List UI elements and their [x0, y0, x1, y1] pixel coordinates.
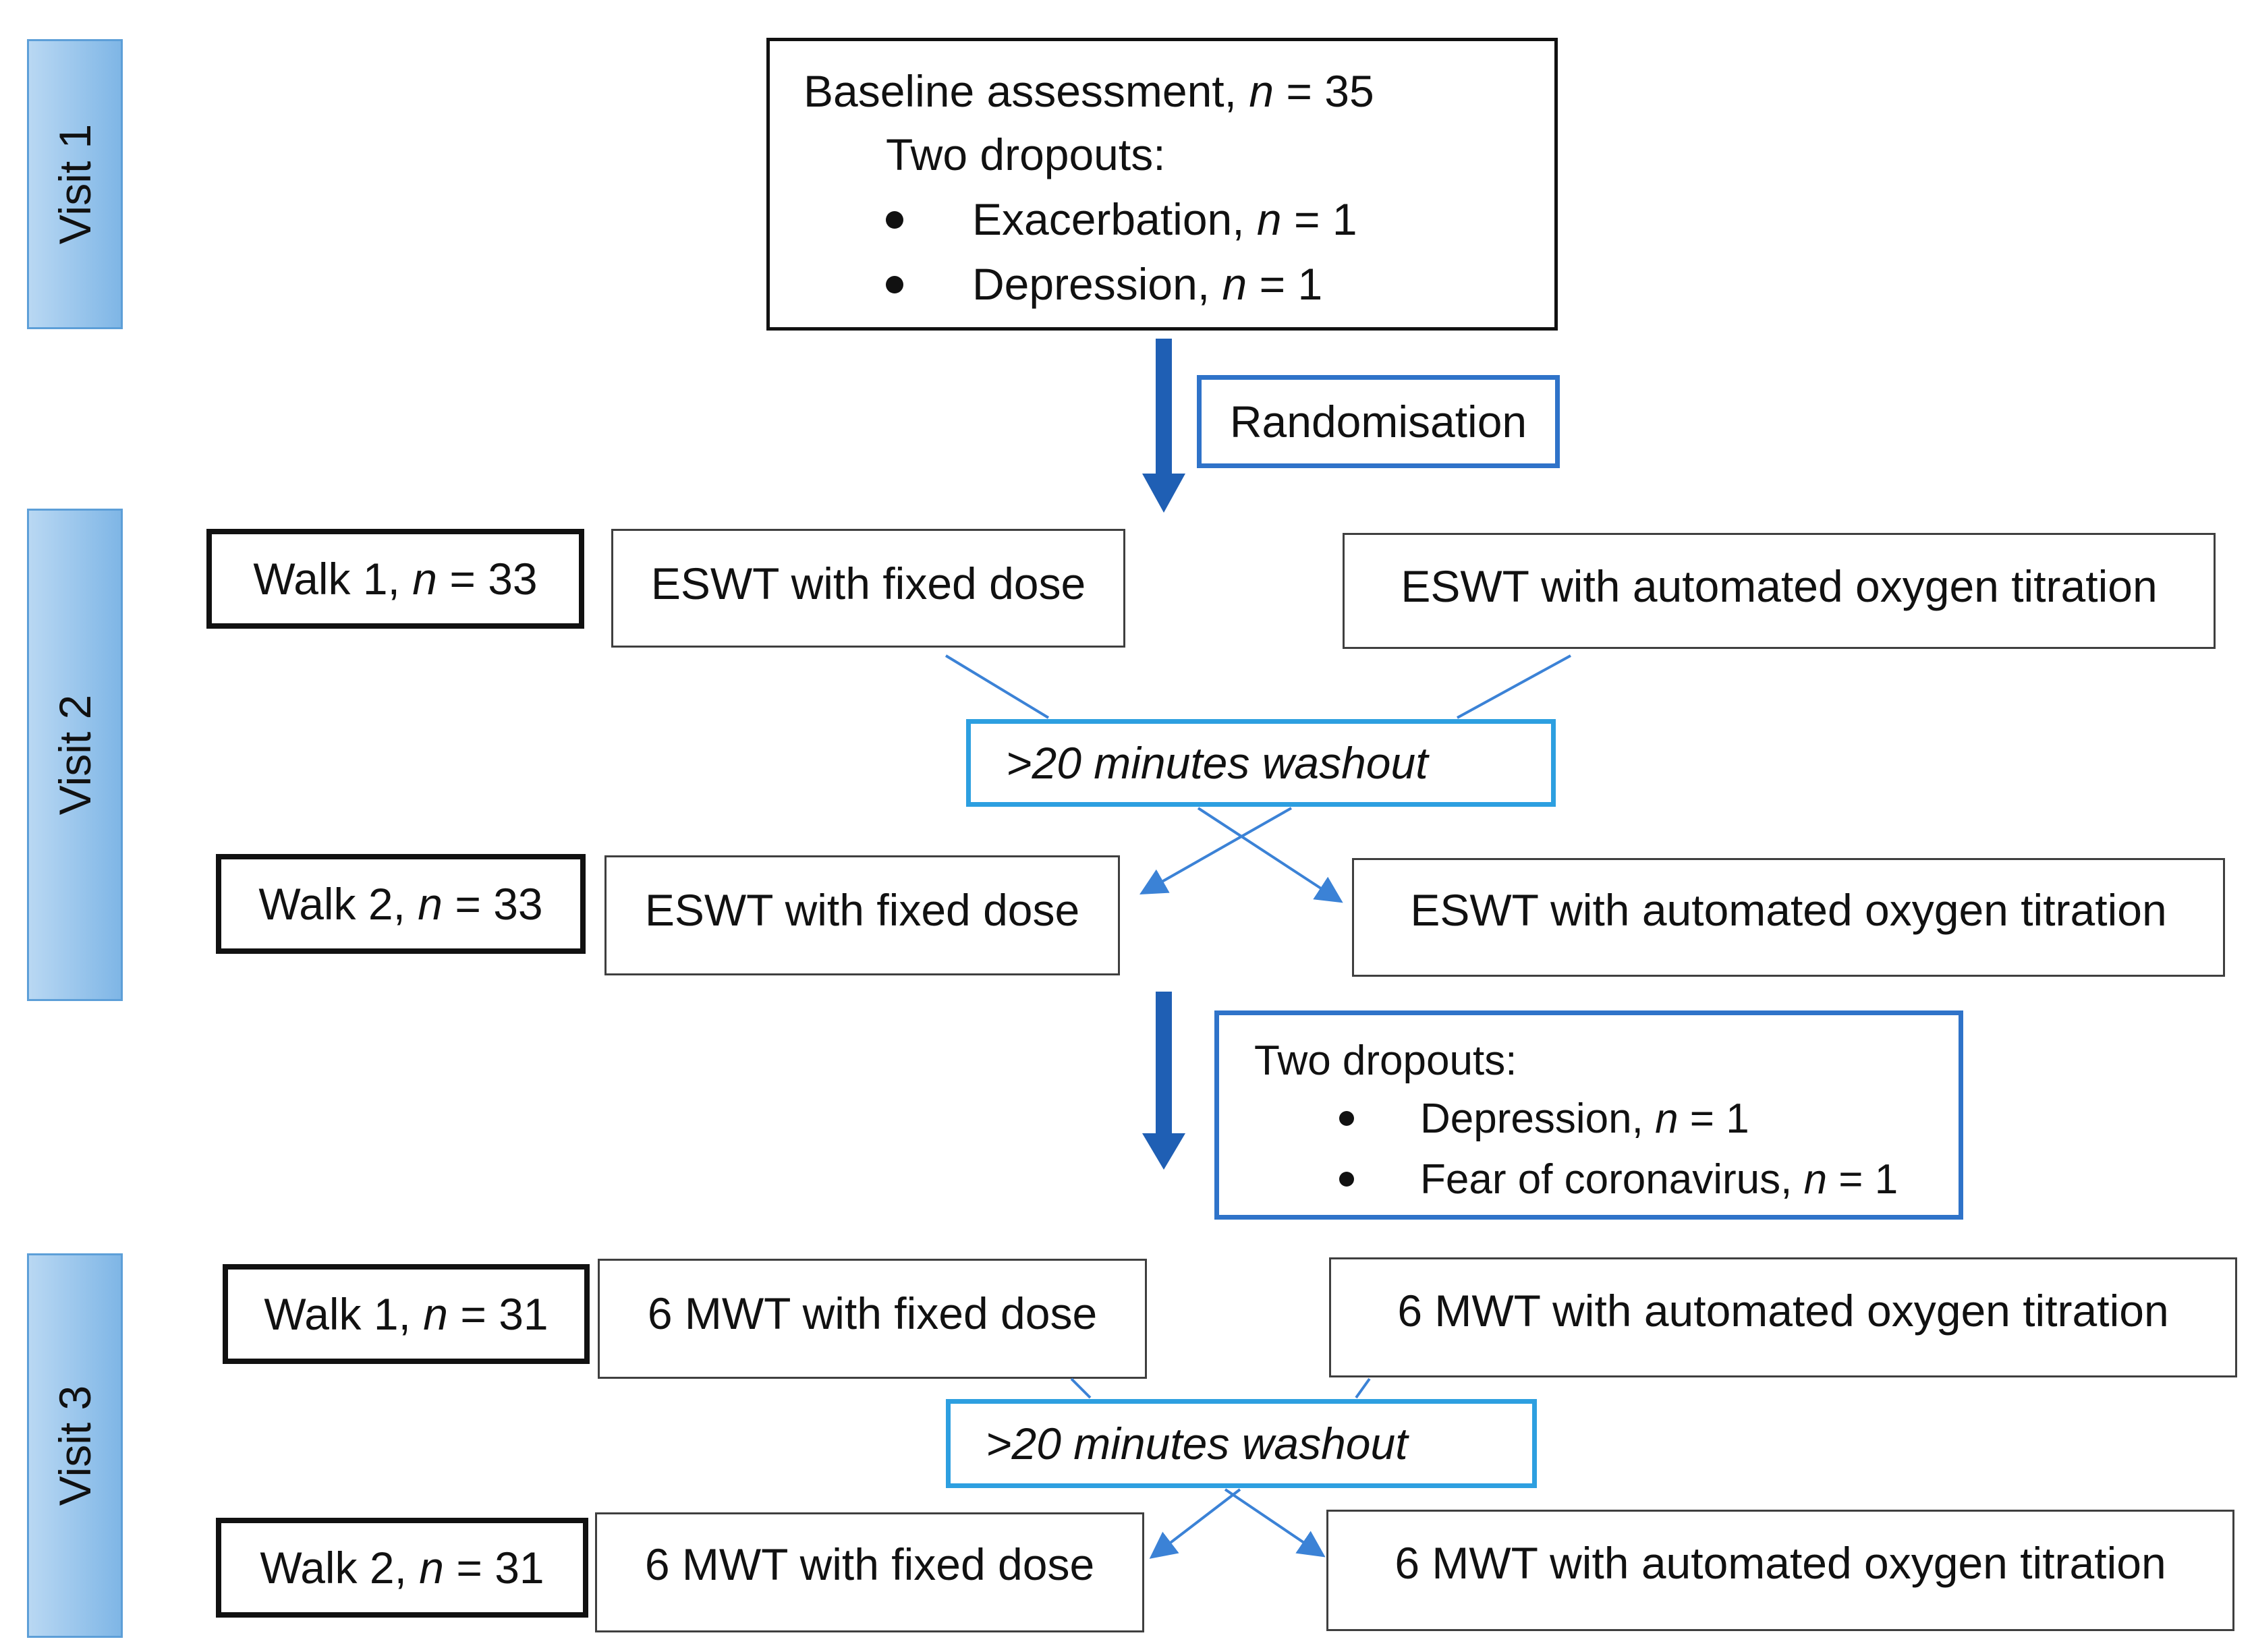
visit3-walk1-box: Walk 1, n = 31 — [223, 1264, 590, 1364]
randomisation-label: Randomisation — [1229, 397, 1527, 447]
visit3-walk2-box: Walk 2, n = 31 — [216, 1518, 588, 1618]
list-item: Depression, n = 1 — [886, 258, 1357, 323]
visit2-auto-titration-top: ESWT with automated oxygen titration — [1343, 533, 2216, 649]
baseline-dropout-list: Exacerbation, n = 1 Depression, n = 1 — [886, 194, 1357, 323]
visit3-auto-bottom-label: 6 MWT with automated oxygen titration — [1395, 1538, 2166, 1588]
list-item: Depression, n = 1 — [1339, 1095, 1898, 1156]
baseline-title: Baseline assessment, n = 35 — [804, 66, 1374, 116]
visit2-auto-bottom-label: ESWT with automated oxygen titration — [1410, 885, 2167, 935]
cross-arrow-right — [1197, 807, 1343, 903]
visit3-auto-titration-bottom: 6 MWT with automated oxygen titration — [1326, 1510, 2234, 1631]
visit2-fixed-top-label: ESWT with fixed dose — [650, 559, 1086, 608]
connector-line — [945, 654, 1050, 719]
connector-line — [1457, 654, 1571, 719]
list-item: Fear of coronavirus, n = 1 — [1339, 1156, 1898, 1216]
visit2-washout-label: >20 minutes washout — [1006, 738, 1428, 788]
down-arrow-2 — [1142, 992, 1185, 1170]
visit3-washout-box: >20 minutes washout — [946, 1399, 1537, 1488]
down-arrow-1 — [1142, 339, 1185, 513]
visit-1-bar: Visit 1 — [27, 39, 123, 329]
visit-2-bar: Visit 2 — [27, 509, 123, 1001]
visit3-auto-titration-top: 6 MWT with automated oxygen titration — [1329, 1257, 2237, 1377]
dropouts2-box: Two dropouts: Depression, n = 1 Fear of … — [1214, 1010, 1963, 1220]
visit3-fixed-bottom-label: 6 MWT with fixed dose — [644, 1539, 1095, 1589]
baseline-dropouts-title: Two dropouts: — [886, 130, 1166, 179]
connector-line — [1070, 1377, 1092, 1399]
bullet-icon — [886, 276, 903, 293]
dropouts2-list: Depression, n = 1 Fear of coronavirus, n… — [1339, 1095, 1898, 1216]
visit-3-bar: Visit 3 — [27, 1253, 123, 1638]
bullet-icon — [1339, 1172, 1354, 1187]
visit2-fixed-dose-bottom: ESWT with fixed dose — [604, 855, 1120, 975]
list-item: Exacerbation, n = 1 — [886, 194, 1357, 258]
visit3-auto-top-label: 6 MWT with automated oxygen titration — [1397, 1286, 2169, 1336]
arrow-to-fixed-dose — [1149, 1488, 1241, 1559]
arrow-to-auto-titration — [1224, 1488, 1326, 1558]
visit2-walk2-label: Walk 2, n = 33 — [258, 879, 543, 929]
randomisation-box: Randomisation — [1197, 375, 1560, 468]
visit2-walk2-box: Walk 2, n = 33 — [216, 854, 586, 954]
visit2-auto-titration-bottom: ESWT with automated oxygen titration — [1352, 858, 2225, 977]
dropouts2-title: Two dropouts: — [1254, 1037, 1517, 1084]
connector-line — [1355, 1377, 1371, 1399]
visit3-walk1-label: Walk 1, n = 31 — [264, 1289, 548, 1339]
baseline-box: Baseline assessment, n = 35 Two dropouts… — [766, 38, 1558, 331]
visit2-fixed-bottom-label: ESWT with fixed dose — [644, 885, 1080, 935]
visit2-walk1-box: Walk 1, n = 33 — [206, 529, 584, 629]
visit3-washout-label: >20 minutes washout — [986, 1419, 1408, 1469]
visit3-fixed-top-label: 6 MWT with fixed dose — [647, 1288, 1098, 1338]
visit2-fixed-dose-top: ESWT with fixed dose — [611, 529, 1125, 648]
visit3-fixed-dose-top: 6 MWT with fixed dose — [598, 1259, 1147, 1379]
visit2-auto-top-label: ESWT with automated oxygen titration — [1401, 561, 2158, 611]
bullet-icon — [886, 211, 903, 229]
visit2-walk1-label: Walk 1, n = 33 — [253, 554, 538, 604]
visit2-washout-box: >20 minutes washout — [966, 719, 1556, 807]
bullet-icon — [1339, 1111, 1354, 1126]
cross-arrow-left — [1139, 807, 1292, 894]
visit3-walk2-label: Walk 2, n = 31 — [260, 1543, 544, 1593]
visit3-fixed-dose-bottom: 6 MWT with fixed dose — [595, 1512, 1144, 1632]
